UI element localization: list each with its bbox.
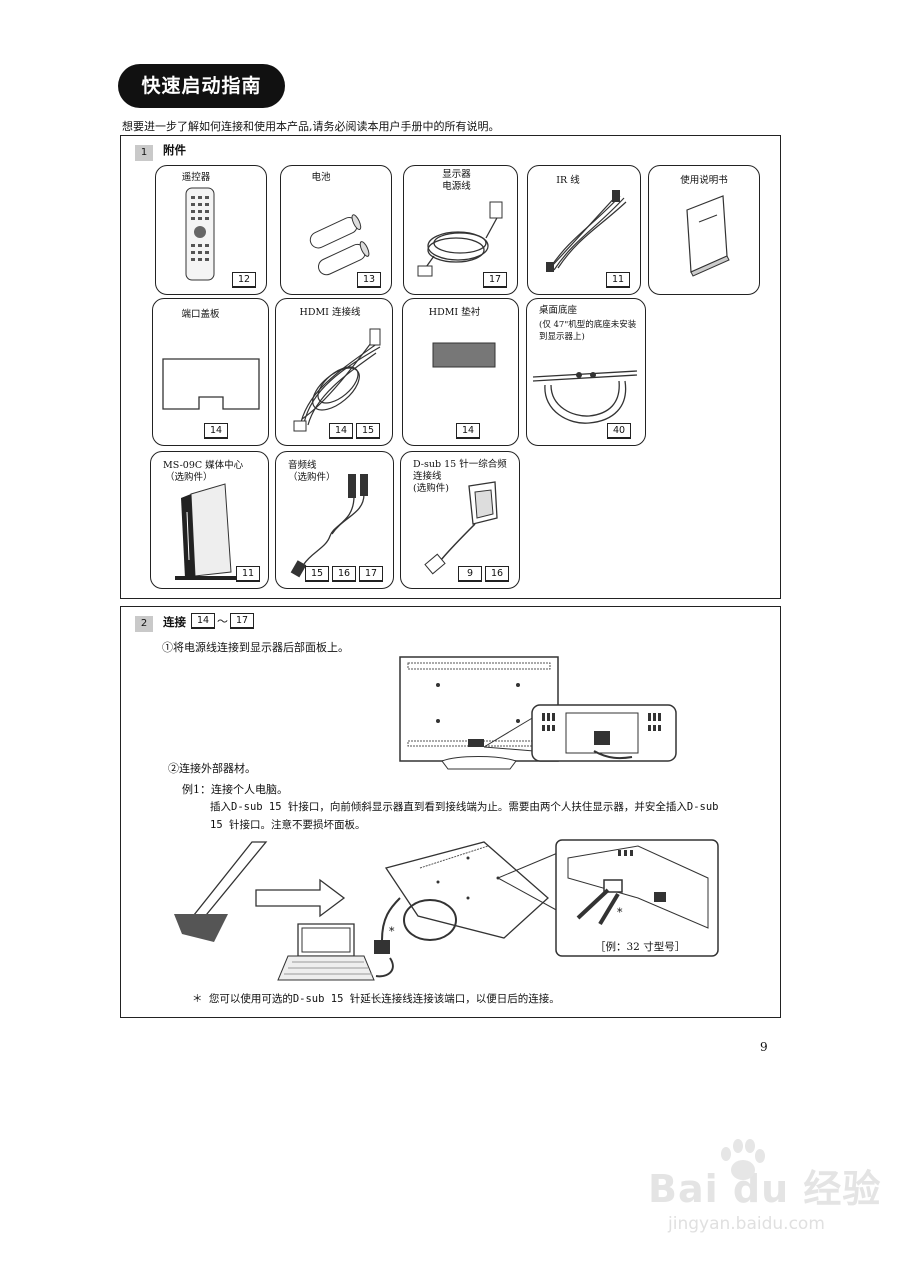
- manual-book-icon: [677, 194, 737, 274]
- page-ref: 9: [458, 566, 482, 582]
- page-refs: 11: [236, 566, 260, 582]
- pc-connection-illustration: [168, 838, 728, 988]
- page-number: 9: [760, 1040, 768, 1054]
- page-refs: 13: [357, 272, 381, 288]
- desk-stand-icon: [529, 351, 639, 431]
- accessory-label: IR 线: [496, 175, 640, 187]
- paw-icon: [716, 1138, 766, 1184]
- accessory-card-hdmi-pad: HDMI 垫衬 14: [402, 298, 519, 446]
- section-number: 2: [135, 616, 153, 632]
- page-ref: 17: [230, 613, 254, 629]
- hdmi-cable-icon: [286, 323, 386, 433]
- page-refs: 17: [483, 272, 507, 288]
- page-refs: 14: [204, 423, 228, 439]
- accessory-label: 端口盖板: [133, 309, 268, 321]
- page-ref: 14: [191, 613, 215, 629]
- accessory-label: 电池: [251, 172, 391, 184]
- accessory-card-ir-cable: IR 线 11: [527, 165, 641, 295]
- accessory-card-manual: 使用说明书: [648, 165, 760, 295]
- step-1-text: ①将电源线连接到显示器后部面板上。: [162, 639, 349, 655]
- page-refs: 40: [607, 423, 631, 439]
- page-ref: 12: [232, 272, 256, 288]
- section-title: 连接: [163, 614, 186, 630]
- media-center-icon: [173, 480, 243, 580]
- page-ref: 16: [485, 566, 509, 582]
- section-page-refs: 14 ～ 17: [191, 613, 254, 629]
- page-ref: 11: [236, 566, 260, 582]
- intro-text: 想要进一步了解如何连接和使用本产品,请务必阅读本用户手册中的所有说明。: [122, 118, 500, 134]
- accessory-card-remote: 遥控器 12: [155, 165, 267, 295]
- accessory-card-audio-cable: 音频线 （选购件） 15 16 17: [275, 451, 394, 589]
- accessory-card-battery: 电池 13: [280, 165, 392, 295]
- accessory-card-media-center: MS-09C 媒体中心 （选购件） 11: [150, 451, 269, 589]
- accessory-card-desk-stand: 桌面底座 (仅 47"机型的底座未安装 到显示器上) 40: [526, 298, 646, 446]
- tv-back-illustration: [398, 655, 688, 775]
- example-caption: ［例：32 寸型号］: [595, 939, 685, 954]
- page-ref: 11: [606, 272, 630, 288]
- accessory-label: 使用说明书: [649, 175, 759, 187]
- page-ref: 14: [329, 423, 353, 439]
- watermark-url: jingyan.baidu.com: [668, 1214, 825, 1234]
- dsub-cable-icon: [411, 478, 511, 578]
- page-refs: 12: [232, 272, 256, 288]
- accessory-card-dsub-cable: D-sub 15 针一综合频 连接线 (选购件) 9 16: [400, 451, 520, 589]
- footnote: ＊ 您可以使用可选的D-sub 15 针延长连接线连接该端口，以便日后的连接。: [192, 991, 560, 1006]
- page-ref: 17: [359, 566, 383, 582]
- page-refs: 14 15: [329, 423, 380, 439]
- page-refs: 11: [606, 272, 630, 288]
- asterisk-mark: *: [389, 925, 395, 938]
- accessory-note-line2: 到显示器上): [539, 331, 645, 343]
- accessory-label-line1: MS-09C 媒体中心: [163, 460, 268, 472]
- ir-cable-icon: [540, 188, 630, 278]
- page-ref: 17: [483, 272, 507, 288]
- step-2-text: ②连接外部器材。: [168, 760, 256, 776]
- page-ref: 15: [356, 423, 380, 439]
- section-title: 附件: [163, 142, 186, 158]
- port-cover-icon: [161, 357, 261, 413]
- page-refs: 15 16 17: [305, 566, 383, 582]
- power-cord-icon: [416, 198, 506, 278]
- asterisk-mark: *: [617, 906, 623, 919]
- accessory-card-port-cover: 端口盖板 14: [152, 298, 269, 446]
- accessory-label: 桌面底座: [539, 305, 645, 317]
- accessory-label: HDMI 连接线: [268, 307, 392, 319]
- page-ref: 16: [332, 566, 356, 582]
- page-refs: 14: [456, 423, 480, 439]
- hdmi-pad-icon: [431, 341, 501, 371]
- remote-control-icon: [180, 186, 220, 286]
- section-number: 1: [135, 145, 153, 161]
- accessory-label-line1: D-sub 15 针一综合频: [413, 459, 519, 471]
- audio-cable-icon: [284, 468, 384, 578]
- example-1-title: 例1：连接个人电脑。: [182, 781, 288, 797]
- accessory-label: 遥控器: [126, 172, 266, 184]
- page-ref: 14: [456, 423, 480, 439]
- range-separator: ～: [217, 613, 228, 629]
- accessory-card-hdmi-cable: HDMI 连接线 14 15: [275, 298, 393, 446]
- example-1-line2: 15 针接口。注意不要损坏面板。: [210, 817, 365, 832]
- page-ref: 13: [357, 272, 381, 288]
- page-ref: 14: [204, 423, 228, 439]
- page-title: 快速启动指南: [118, 64, 285, 108]
- page-ref: 40: [607, 423, 631, 439]
- accessory-label: HDMI 垫衬: [391, 307, 518, 319]
- page-refs: 9 16: [458, 566, 509, 582]
- accessory-note-line1: (仅 47"机型的底座未安装: [539, 319, 645, 331]
- page-ref: 15: [305, 566, 329, 582]
- battery-icon: [301, 214, 381, 274]
- example-1-line1: 插入D-sub 15 针接口，向前倾斜显示器直到看到接线端为止。需要由两个人扶住…: [210, 799, 719, 814]
